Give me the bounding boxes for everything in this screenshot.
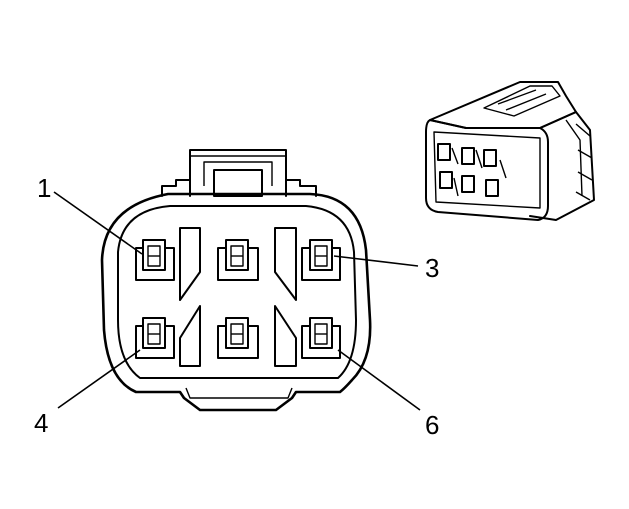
terminal-cavity-1 xyxy=(135,239,175,281)
terminal-cavity-5 xyxy=(217,317,259,359)
top-shoulder-left xyxy=(161,179,191,197)
connector-perspective-view xyxy=(425,81,595,221)
leader-line-6 xyxy=(337,349,421,411)
terminal-cavity-3 xyxy=(301,239,341,281)
pin-label-1: 1 xyxy=(37,173,51,203)
top-shoulder-right xyxy=(285,179,317,197)
leader-line-4 xyxy=(57,349,141,409)
leader-line-1 xyxy=(53,191,143,255)
terminal-cavity-4 xyxy=(135,317,175,359)
connector-face-view: 1 3 4 6 xyxy=(34,149,439,440)
pin-label-3: 3 xyxy=(425,253,439,283)
latch-tab xyxy=(189,149,287,197)
bottom-notch xyxy=(185,387,293,399)
pin-label-6: 6 xyxy=(425,410,439,440)
outer-housing xyxy=(100,192,372,412)
leader-line-3 xyxy=(333,255,419,267)
inner-housing xyxy=(117,205,357,379)
terminal-cavity-2 xyxy=(217,239,259,281)
pin-label-4: 4 xyxy=(34,408,48,438)
keying-ribs xyxy=(179,227,297,367)
terminal-cavity-6 xyxy=(301,317,341,359)
